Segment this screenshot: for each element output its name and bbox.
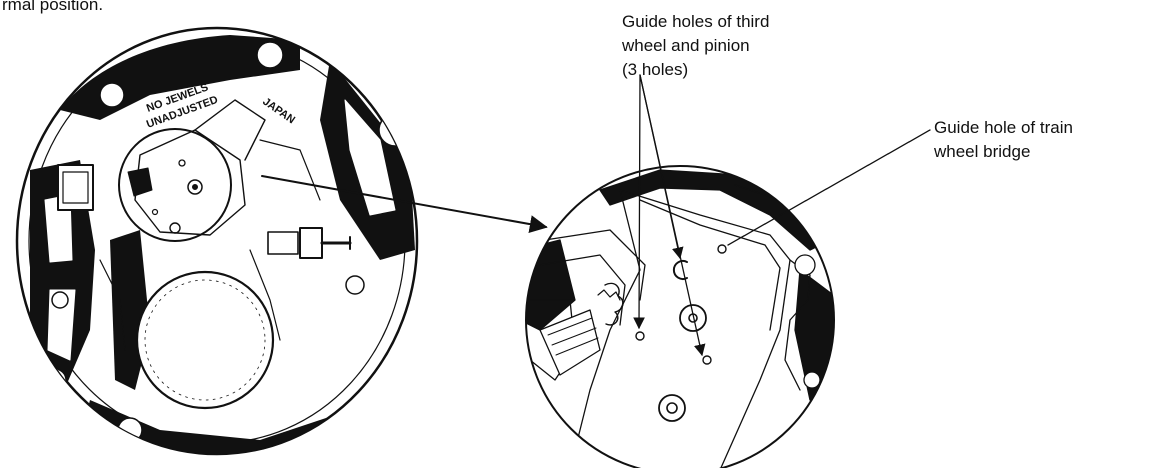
plate-channel-3	[344, 99, 396, 216]
zoom-bridge-inner	[639, 199, 781, 331]
engraving-country: JAPAN	[260, 96, 297, 127]
zoom-plate-hole-1	[794, 254, 816, 276]
third-wheel-guide-hole-left	[635, 331, 645, 341]
third-wheel-hole-on-bridge	[672, 260, 688, 280]
leader-third-to-right-hole	[639, 74, 706, 357]
setting-lever	[267, 231, 299, 255]
zoom-detail	[525, 165, 835, 468]
zoom-plate-hole-2	[803, 371, 821, 389]
plate-hole-8	[345, 275, 365, 295]
plate-hole-5	[43, 368, 67, 392]
bridge-pivot-2	[151, 208, 159, 216]
plate-dark-bottom	[80, 400, 360, 454]
zoom-lever-hatch	[547, 317, 599, 356]
plate-channel-2	[47, 289, 76, 361]
plate-line-2	[99, 259, 126, 351]
bridge-plate	[134, 129, 246, 236]
third-wheel-guide-hole-right	[702, 355, 712, 365]
label-third-line-3: (3 holes)	[622, 60, 689, 79]
plate-hole-7	[117, 417, 143, 443]
plate-window-inner	[62, 171, 89, 204]
label-bridge-line-1: Guide hole of train	[934, 118, 1073, 137]
bridge-screw-1	[187, 179, 203, 195]
label-third-line-2: wheel and pinion	[622, 36, 750, 55]
cut-off-caption: rmal position.	[2, 0, 104, 14]
label-third-wheel-guide-holes: Guide holes of third wheel and pinion (3…	[622, 10, 769, 82]
label-bridge-line-2: wheel bridge	[934, 142, 1031, 161]
bridge-screw-zoom	[679, 304, 707, 332]
bridge-screw-2	[169, 222, 181, 234]
zoom-lever	[539, 309, 601, 376]
zoom-bridge-outline	[569, 189, 791, 468]
bridge-screw-1-center	[192, 184, 198, 190]
plate-line-1	[249, 249, 281, 341]
battery	[135, 270, 275, 410]
leader-third-to-left-hole	[633, 74, 645, 330]
bridge-arm	[194, 99, 266, 161]
lower-screw-zoom-center	[666, 402, 678, 414]
plate-line-3	[259, 139, 321, 201]
zoom-arrow	[261, 175, 548, 233]
leader-bridge-hole	[727, 129, 931, 246]
crown	[299, 227, 323, 259]
zoom-plate-lines-1	[544, 229, 646, 301]
zoom-dark-band-top	[599, 169, 831, 251]
zoom-spring	[604, 282, 624, 326]
zoom-wheel-teeth	[597, 289, 621, 301]
lower-screw-zoom	[658, 394, 686, 422]
train-wheel-bridge-area	[118, 128, 232, 242]
train-wheel-bridge-guide-hole	[717, 244, 727, 254]
plate-hole-2	[256, 41, 284, 69]
watch-movement: NO JEWELS UNADJUSTED JAPAN	[15, 26, 419, 456]
plate-hole-1	[99, 82, 125, 108]
bridge-pivot-1	[178, 159, 186, 167]
label-train-wheel-bridge-guide-hole: Guide hole of train wheel bridge	[934, 116, 1073, 164]
leader-lines	[633, 74, 931, 357]
plate-hole-4	[51, 291, 69, 309]
label-third-line-1: Guide holes of third	[622, 12, 770, 31]
bridge-detail	[127, 167, 153, 197]
battery-edge	[144, 279, 266, 401]
plate-hole-6	[365, 380, 395, 410]
